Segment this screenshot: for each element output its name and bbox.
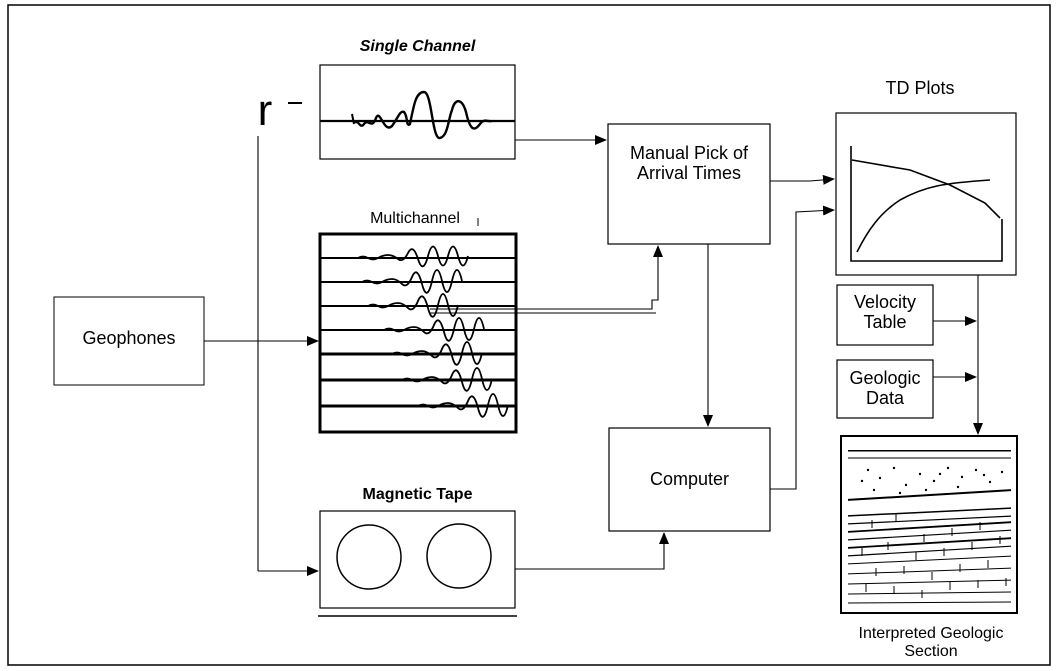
outer-frame (7, 4, 1051, 666)
td-plots-box (835, 112, 1017, 276)
tape-reel-right (426, 523, 492, 589)
geophones-box (53, 296, 205, 386)
manual-pick-box (607, 123, 771, 245)
single-channel-trace (320, 90, 515, 140)
computer-box (608, 427, 771, 532)
magnetic-tape-title: Magnetic Tape (362, 486, 473, 503)
velocity-table-box (836, 284, 934, 346)
tape-reel-left (336, 524, 402, 590)
magnetic-tape-box (319, 510, 516, 609)
velocity-table-label: Velocity Table (853, 292, 917, 333)
geologic-section-layers (848, 450, 1011, 604)
geologic-section-box (840, 435, 1018, 614)
multichannel-traces (321, 245, 515, 418)
stray-dash-mark (288, 102, 302, 104)
geologic-data-label: Geologic Data (849, 368, 921, 409)
multichannel-box (318, 232, 518, 434)
single-channel-box (319, 64, 516, 160)
interpreted-section-label: Interpreted Geologic Section (858, 625, 1004, 660)
geophones-label: Geophones (82, 328, 176, 348)
td-plots-title: TD Plots (885, 78, 955, 98)
stray-r-mark: r (257, 86, 273, 135)
manual-pick-label: Manual Pick of Arrival Times (629, 143, 749, 184)
computer-label: Computer (649, 469, 730, 489)
multichannel-title: Multichannel (370, 210, 460, 227)
td-plot-graph (850, 146, 1003, 262)
geologic-data-box (836, 359, 934, 419)
connector-lines (204, 135, 983, 576)
single-channel-title: Single Channel (359, 38, 476, 55)
